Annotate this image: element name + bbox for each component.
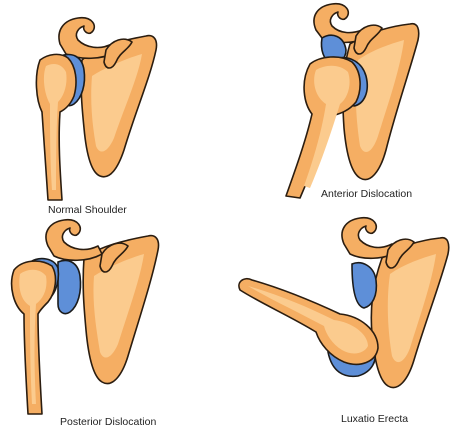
caption-normal-shoulder: Normal Shoulder xyxy=(48,204,127,216)
coracoid xyxy=(103,38,133,69)
coracoid xyxy=(385,238,415,269)
panel-posterior-dislocation xyxy=(10,218,160,415)
caption-anterior-dislocation: Anterior Dislocation xyxy=(321,188,413,200)
coracoid xyxy=(99,242,129,273)
panel-anterior-dislocation xyxy=(285,2,420,199)
coracoid xyxy=(353,24,383,55)
caption-luxatio-erecta: Luxatio Erecta xyxy=(341,413,409,425)
glenoid-cartilage xyxy=(57,259,82,315)
panel-luxatio-erecta xyxy=(238,216,450,389)
panel-normal-shoulder xyxy=(35,16,158,201)
glenoid-cartilage xyxy=(351,262,378,309)
acromion xyxy=(45,218,103,262)
caption-posterior-dislocation: Posterior Dislocation xyxy=(60,416,157,428)
